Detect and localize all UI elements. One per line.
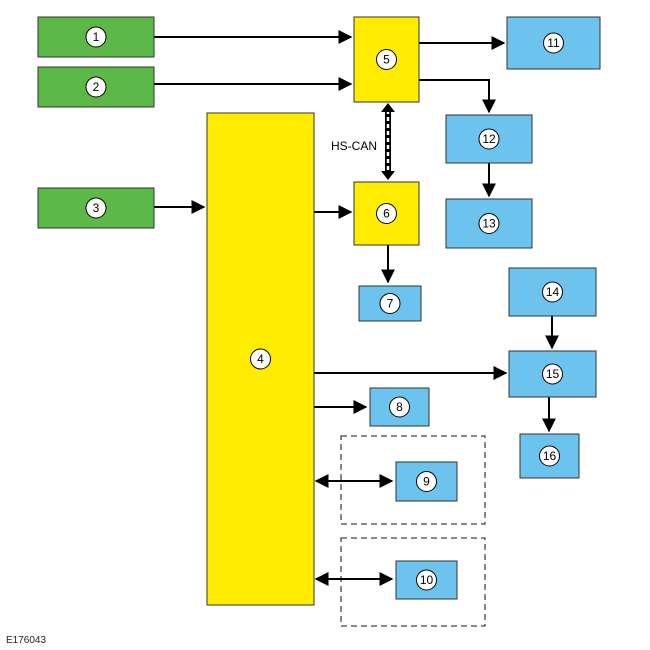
- block-9: 9: [395, 461, 458, 502]
- block-2-number: 2: [93, 80, 100, 94]
- block-6-badge: [376, 203, 397, 224]
- block-5: 5: [353, 16, 420, 103]
- block-3: 3: [37, 187, 155, 229]
- block-10-number: 10: [420, 573, 434, 587]
- block-1: 1: [37, 16, 155, 58]
- hs-can-bus: [381, 103, 395, 180]
- arrow-5-to-12: [419, 79, 496, 114]
- block-7: 7: [358, 285, 422, 322]
- block-13-badge: [478, 213, 500, 234]
- block-5-badge: [376, 49, 397, 70]
- block-14-badge: [542, 281, 563, 303]
- block-6: 6: [353, 181, 420, 246]
- block-5-number: 5: [383, 53, 390, 67]
- block-15: 15: [508, 350, 597, 398]
- block-8-number: 8: [396, 400, 403, 414]
- block-13: 13: [445, 198, 533, 249]
- block-2: 2: [37, 66, 155, 108]
- block-12-badge: [478, 128, 500, 150]
- block-4-number: 4: [257, 352, 264, 366]
- block-16-badge: [539, 445, 560, 467]
- block-10-badge: [416, 569, 437, 591]
- block-14-number: 14: [546, 285, 560, 299]
- block-9-number: 9: [423, 475, 430, 489]
- block-11: 11: [506, 16, 601, 70]
- block-7-number: 7: [387, 297, 394, 311]
- block-11-number: 11: [547, 36, 560, 50]
- block-4: 4: [206, 112, 315, 606]
- block-3-badge: [85, 197, 107, 219]
- block-13-number: 13: [482, 217, 496, 231]
- block-10: 10: [395, 560, 458, 600]
- block-1-number: 1: [93, 30, 100, 44]
- block-7-badge: [379, 293, 401, 314]
- block-15-number: 15: [546, 367, 560, 381]
- block-8: 8: [369, 387, 430, 427]
- block-1-badge: [85, 26, 107, 48]
- block-6-number: 6: [383, 207, 390, 221]
- block-3-number: 3: [93, 201, 100, 215]
- block-15-badge: [542, 363, 563, 385]
- block-11-badge: [543, 32, 564, 54]
- block-8-badge: [389, 396, 410, 418]
- block-12-number: 12: [482, 132, 496, 146]
- block-16: 16: [519, 433, 580, 479]
- block-12: 12: [445, 114, 533, 164]
- block-9-badge: [416, 471, 437, 492]
- block-16-number: 16: [543, 449, 557, 463]
- block-3-box: [37, 187, 155, 229]
- block-2-badge: [85, 76, 107, 98]
- block-10-box: [395, 560, 458, 600]
- block-5-box: [353, 16, 420, 103]
- block-14: 14: [508, 267, 597, 317]
- figure-code: E176043: [6, 635, 46, 646]
- hs-can-label: HS-CAN: [331, 139, 377, 153]
- connectors: [154, 30, 559, 586]
- block-4-badge: [250, 348, 271, 370]
